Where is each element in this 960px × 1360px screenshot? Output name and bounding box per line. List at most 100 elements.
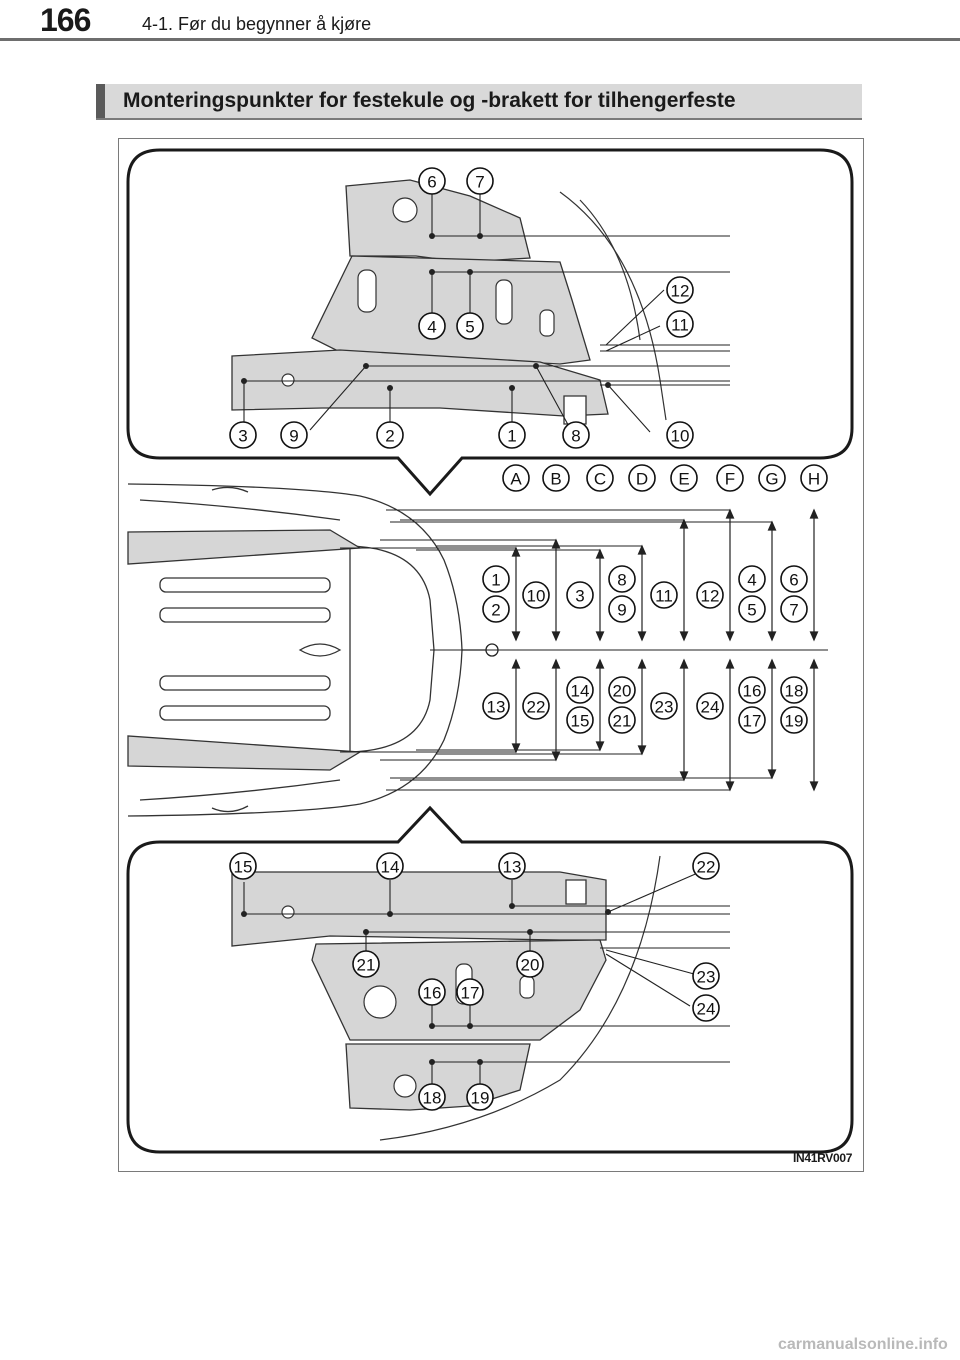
svg-text:18: 18 — [785, 682, 804, 701]
callout-top-1: 1 — [498, 421, 526, 449]
svg-text:D: D — [636, 470, 648, 489]
top-panel-holes — [281, 197, 555, 387]
callout-upper-12: 12 — [696, 581, 724, 609]
dimension-arrow-head — [511, 658, 521, 669]
dimension-arrow-head — [809, 658, 819, 669]
section-underline — [96, 118, 862, 120]
top-mount-dots — [241, 233, 611, 391]
callout-bottom-19: 19 — [466, 1083, 494, 1111]
dimension-arrow-head — [679, 631, 689, 642]
svg-text:9: 9 — [289, 427, 298, 446]
callout-bottom-15: 15 — [229, 852, 257, 880]
callout-top-2: 2 — [376, 421, 404, 449]
callout-letter-B: B — [542, 464, 570, 492]
header-rule — [0, 38, 960, 41]
svg-text:C: C — [594, 470, 606, 489]
dimension-arrow-head — [595, 631, 605, 642]
svg-text:2: 2 — [491, 601, 500, 620]
svg-text:5: 5 — [465, 318, 474, 337]
svg-text:15: 15 — [234, 858, 253, 877]
callout-top-6: 6 — [418, 167, 446, 195]
callout-upper-8: 8 — [608, 565, 636, 593]
dimension-arrow-head — [595, 548, 605, 559]
callout-letter-F: F — [716, 464, 744, 492]
callout-bottom-17: 17 — [456, 978, 484, 1006]
callout-upper-7: 7 — [780, 595, 808, 623]
callout-top-7: 7 — [466, 167, 494, 195]
svg-text:17: 17 — [461, 984, 480, 1003]
section-heading-bar: Monteringspunkter for festekule og -brak… — [96, 84, 862, 120]
svg-text:3: 3 — [238, 427, 247, 446]
svg-text:4: 4 — [747, 571, 756, 590]
dimension-arrow-head — [551, 751, 561, 762]
dimension-arrow-head — [637, 544, 647, 555]
svg-text:H: H — [808, 470, 820, 489]
watermark: carmanualsonline.info — [778, 1336, 948, 1353]
svg-text:21: 21 — [613, 712, 632, 731]
callout-top-5: 5 — [456, 312, 484, 340]
callout-top-9: 9 — [280, 421, 308, 449]
dimension-arrow-head — [637, 745, 647, 756]
svg-text:14: 14 — [381, 858, 400, 877]
chapter-title: 4-1. Før du begynner å kjøre — [142, 14, 372, 34]
svg-text:2: 2 — [385, 427, 394, 446]
callout-bottom-18: 18 — [418, 1083, 446, 1111]
callout-letter-G: G — [758, 464, 786, 492]
callout-bottom-13: 13 — [498, 852, 526, 880]
dimension-lines — [340, 509, 828, 791]
callout-top-8: 8 — [562, 421, 590, 449]
svg-text:22: 22 — [527, 698, 546, 717]
dimension-arrow-head — [725, 658, 735, 669]
dimension-arrow-head — [551, 658, 561, 669]
svg-text:16: 16 — [743, 682, 762, 701]
callout-top-11: 11 — [666, 310, 694, 338]
page-number: 166 — [40, 2, 91, 38]
callout-bottom-21: 21 — [352, 950, 380, 978]
svg-text:24: 24 — [701, 698, 720, 717]
svg-text:10: 10 — [527, 587, 546, 606]
dimension-arrow-head — [725, 508, 735, 519]
svg-text:E: E — [678, 470, 689, 489]
svg-text:23: 23 — [655, 698, 674, 717]
dimension-arrow-head — [511, 546, 521, 557]
svg-text:8: 8 — [571, 427, 580, 446]
figure-code: IN41RV007 — [793, 1151, 853, 1165]
svg-text:7: 7 — [789, 601, 798, 620]
dimension-arrow-head — [637, 658, 647, 669]
svg-text:11: 11 — [671, 316, 689, 335]
dimension-arrow-head — [767, 631, 777, 642]
svg-text:1: 1 — [491, 571, 500, 590]
callout-upper-9: 9 — [608, 595, 636, 623]
callout-upper-4: 4 — [738, 565, 766, 593]
svg-text:22: 22 — [697, 858, 716, 877]
dimension-arrow-head — [767, 520, 777, 531]
svg-text:20: 20 — [521, 956, 540, 975]
callout-lower-24: 24 — [696, 692, 724, 720]
svg-text:4: 4 — [427, 318, 436, 337]
svg-text:11: 11 — [655, 587, 673, 606]
callout-bottom-20: 20 — [516, 950, 544, 978]
callout-lower-22: 22 — [522, 692, 550, 720]
svg-text:1: 1 — [507, 427, 516, 446]
dimension-arrow-head — [767, 658, 777, 669]
section-title: Monteringspunkter for festekule og -brak… — [123, 89, 736, 112]
svg-text:13: 13 — [487, 698, 506, 717]
svg-text:16: 16 — [423, 984, 442, 1003]
callout-letter-H: H — [800, 464, 828, 492]
dimension-arrow-head — [725, 781, 735, 792]
dimension-arrow-head — [551, 538, 561, 549]
callout-top-10: 10 — [666, 421, 694, 449]
svg-text:B: B — [550, 470, 561, 489]
svg-text:6: 6 — [789, 571, 798, 590]
callout-letter-E: E — [670, 464, 698, 492]
callout-top-4: 4 — [418, 312, 446, 340]
callout-lower-21: 21 — [608, 706, 636, 734]
svg-text:17: 17 — [743, 712, 762, 731]
svg-text:19: 19 — [785, 712, 804, 731]
callout-letter-C: C — [586, 464, 614, 492]
callout-letter-A: A — [502, 464, 530, 492]
dimension-arrow-head — [511, 631, 521, 642]
bottom-fender-curve — [379, 855, 661, 1141]
svg-text:14: 14 — [571, 682, 590, 701]
